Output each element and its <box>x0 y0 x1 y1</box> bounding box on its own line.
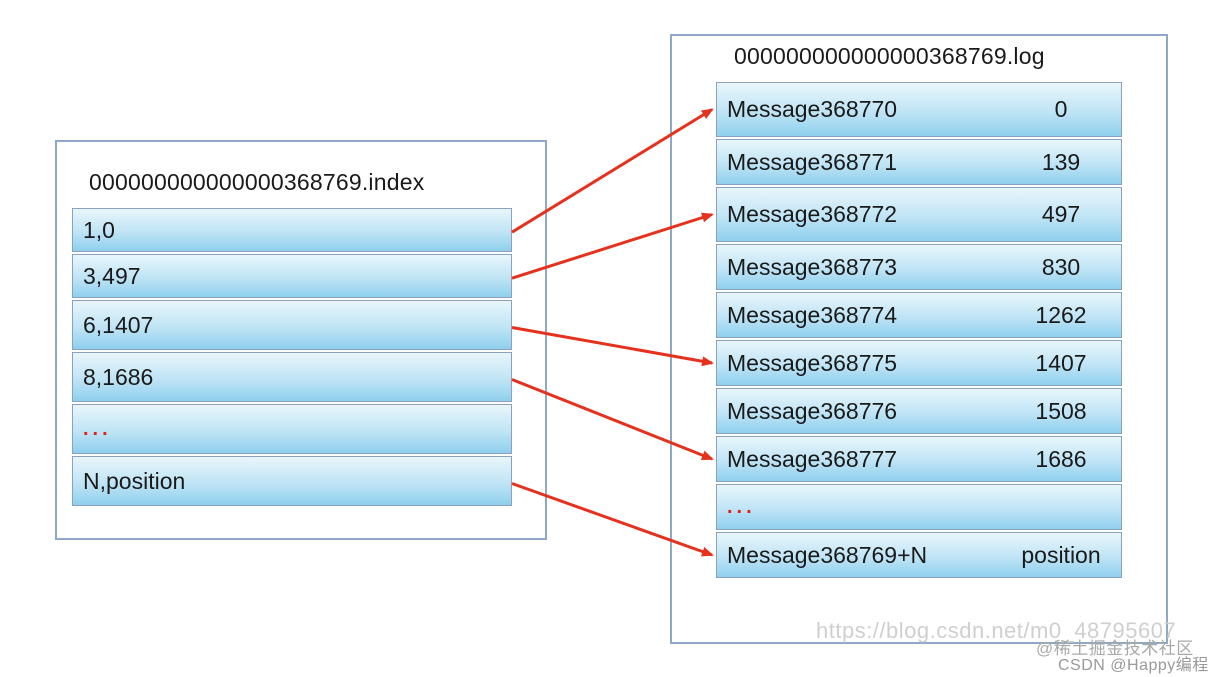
log-message-row: Message368772 497 <box>716 187 1122 242</box>
message-label: Message368771 <box>727 148 898 175</box>
index-entry: 8,1686 <box>72 352 512 402</box>
message-position: 0 <box>1054 96 1068 122</box>
message-label: Message368770 <box>727 96 898 122</box>
message-position: 830 <box>1041 253 1081 280</box>
log-message-row: Message368769+N position <box>716 532 1122 578</box>
message-position: 1262 <box>1035 301 1087 328</box>
message-label: Message368777 <box>727 445 898 472</box>
index-entry: 1,0 <box>72 208 512 252</box>
index-entry-text: 1,0 <box>83 216 115 243</box>
index-entry: 6,1407 <box>72 300 512 350</box>
index-file-panel: 000000000000000368769.index 1,0 3,497 6,… <box>55 140 547 540</box>
index-entry-list: 1,0 3,497 6,1407 8,1686 ... N,position <box>72 208 512 506</box>
log-message-row: Message368776 1508 <box>716 388 1122 434</box>
message-position: position <box>1021 541 1101 568</box>
log-message-row-ellipsis: ... <box>716 484 1122 530</box>
index-entry-text: 8,1686 <box>83 363 154 390</box>
index-entry-text: 3,497 <box>83 262 141 289</box>
message-position: 497 <box>1041 201 1081 227</box>
log-message-row: Message368774 1262 <box>716 292 1122 338</box>
message-label: Message368776 <box>727 397 898 424</box>
message-label: Message368773 <box>727 253 898 280</box>
log-message-row: Message368777 1686 <box>716 436 1122 482</box>
message-position: 1686 <box>1035 445 1087 472</box>
log-message-row: Message368770 0 <box>716 82 1122 137</box>
ellipsis-text: ... <box>727 495 756 518</box>
watermark-csdn: CSDN @Happy编程 <box>1058 657 1209 674</box>
watermark-url: https://blog.csdn.net/m0_48795607 <box>816 618 1177 643</box>
message-label: Message368769+N <box>727 541 928 568</box>
index-entry-text: N,position <box>83 467 186 494</box>
log-file-title: 000000000000000368769.log <box>734 43 1045 69</box>
log-message-row: Message368775 1407 <box>716 340 1122 386</box>
message-label: Message368775 <box>727 349 898 376</box>
index-entry-ellipsis: ... <box>72 404 512 454</box>
index-entry-text: 6,1407 <box>83 311 154 338</box>
log-file-panel: 000000000000000368769.log Message368770 … <box>670 34 1168 644</box>
message-position: 139 <box>1041 148 1081 175</box>
index-file-title: 000000000000000368769.index <box>89 169 425 195</box>
log-message-list: Message368770 0 Message368771 139 Messag… <box>716 82 1122 578</box>
message-label: Message368772 <box>727 201 898 227</box>
message-position: 1508 <box>1035 397 1087 424</box>
message-position: 1407 <box>1035 349 1087 376</box>
ellipsis-text: ... <box>83 417 112 440</box>
index-entry: N,position <box>72 456 512 506</box>
message-label: Message368774 <box>727 301 898 328</box>
log-message-row: Message368771 139 <box>716 139 1122 185</box>
log-message-row: Message368773 830 <box>716 244 1122 290</box>
watermark-community: @稀土掘金技术社区 <box>1036 639 1194 658</box>
index-entry: 3,497 <box>72 254 512 298</box>
